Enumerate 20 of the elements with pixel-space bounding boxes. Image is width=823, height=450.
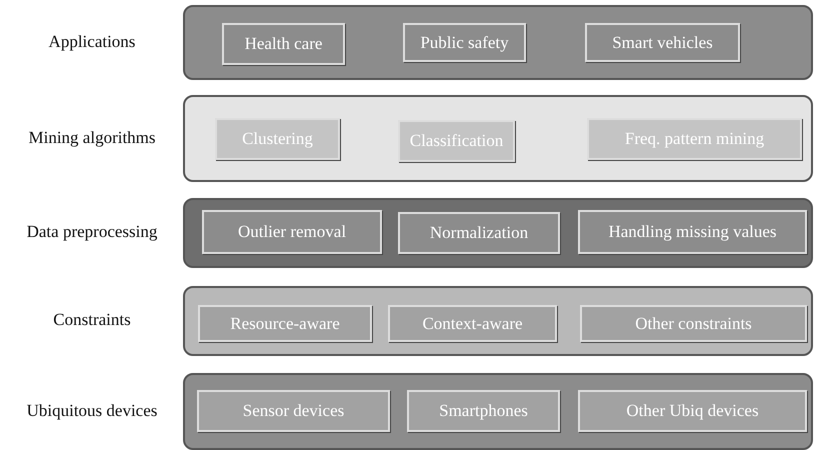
component-box: Context-aware [388,305,557,342]
component-box: Classification [398,120,515,162]
component-box: Public safety [403,23,526,62]
layer-label: Ubiquitous devices [26,400,158,420]
component-box: Normalization [398,212,560,254]
component-box: Resource-aware [198,305,372,342]
component-box: Smart vehicles [585,23,740,62]
component-box: Other constraints [580,305,807,342]
layer-label: Mining algorithms [27,128,157,148]
component-box: Clustering [215,118,340,160]
component-box: Health care [222,23,345,65]
layer-label: Applications [48,32,136,52]
component-box: Other Ubiq devices [578,390,807,432]
component-box: Freq. pattern mining [587,118,802,160]
component-box: Outlier removal [202,210,382,254]
component-box: Sensor devices [197,390,390,432]
component-box: Smartphones [407,390,560,432]
layer-label: Data preprocessing [26,222,158,242]
layer-label: Constraints [52,310,132,330]
component-box: Handling missing values [578,210,807,254]
